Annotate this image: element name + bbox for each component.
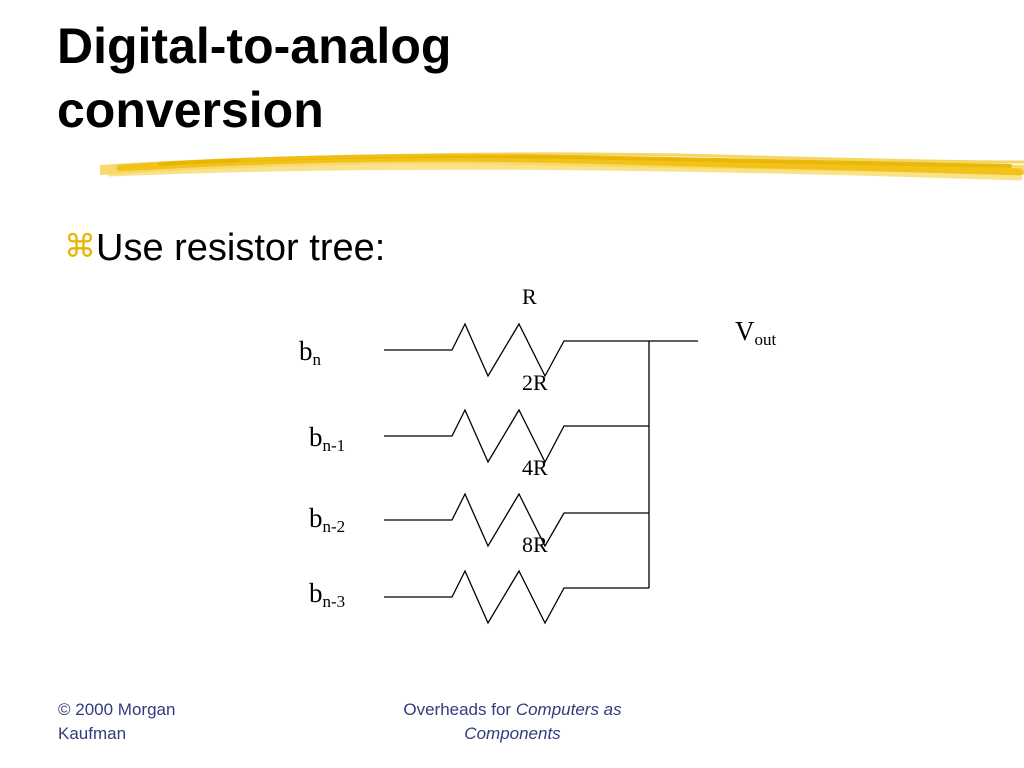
yellow-brush-underline xyxy=(100,152,1024,181)
title-line-1: Digital-to-analog xyxy=(57,18,452,74)
footer-copyright: © 2000 Morgan Kaufman xyxy=(58,700,176,743)
input-label-bn-3: bn-3 xyxy=(309,578,346,611)
resistor-label-r: R xyxy=(522,284,537,309)
output-label-vout: Vout xyxy=(735,316,777,349)
slide-title: Digital-to-analog conversion xyxy=(57,14,451,142)
resistor-label-2r: 2R xyxy=(522,370,548,395)
input-label-bn-2: bn-2 xyxy=(309,503,346,536)
input-label-bn-1: bn-1 xyxy=(309,422,346,455)
input-label-bn: bn xyxy=(299,336,321,369)
bullet-item: ⌘Use resistor tree: xyxy=(64,220,385,274)
title-line-2: conversion xyxy=(57,82,324,138)
bullet-icon: ⌘ xyxy=(64,228,96,264)
resistor-r-wire xyxy=(384,322,698,378)
resistor-2r-wire xyxy=(384,408,649,464)
footer-course: Overheads for Computers as Components xyxy=(403,700,622,743)
resistor-4r-wire xyxy=(384,492,649,548)
resistor-label-8r: 8R xyxy=(522,532,548,557)
resistor-label-4r: 4R xyxy=(522,455,548,480)
bullet-text: Use resistor tree: xyxy=(96,227,386,269)
resistor-8r-wire xyxy=(384,569,649,625)
brush-strokes xyxy=(100,152,1024,181)
